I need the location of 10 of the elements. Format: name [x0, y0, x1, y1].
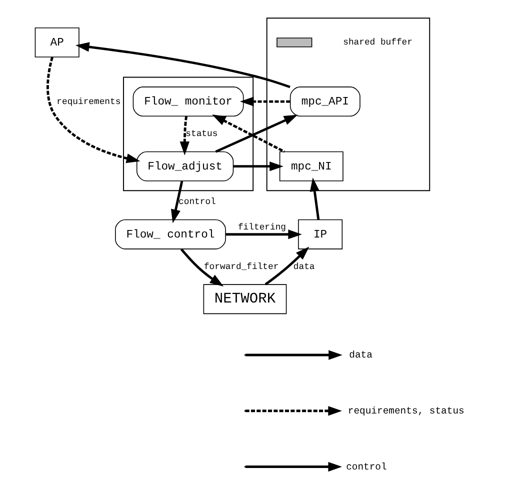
edge-label: filtering — [238, 222, 286, 232]
edge-label: status — [186, 129, 218, 140]
node-label: shared buffer — [343, 38, 412, 48]
edge-label: control — [178, 197, 216, 208]
edge-label: requirements — [56, 96, 121, 107]
edge-label: forward_filter — [204, 262, 279, 272]
legend-label: control — [346, 461, 387, 472]
legend-label: requirements, status — [348, 405, 464, 416]
edge-label: data — [293, 262, 315, 272]
legend-label: data — [349, 350, 372, 361]
